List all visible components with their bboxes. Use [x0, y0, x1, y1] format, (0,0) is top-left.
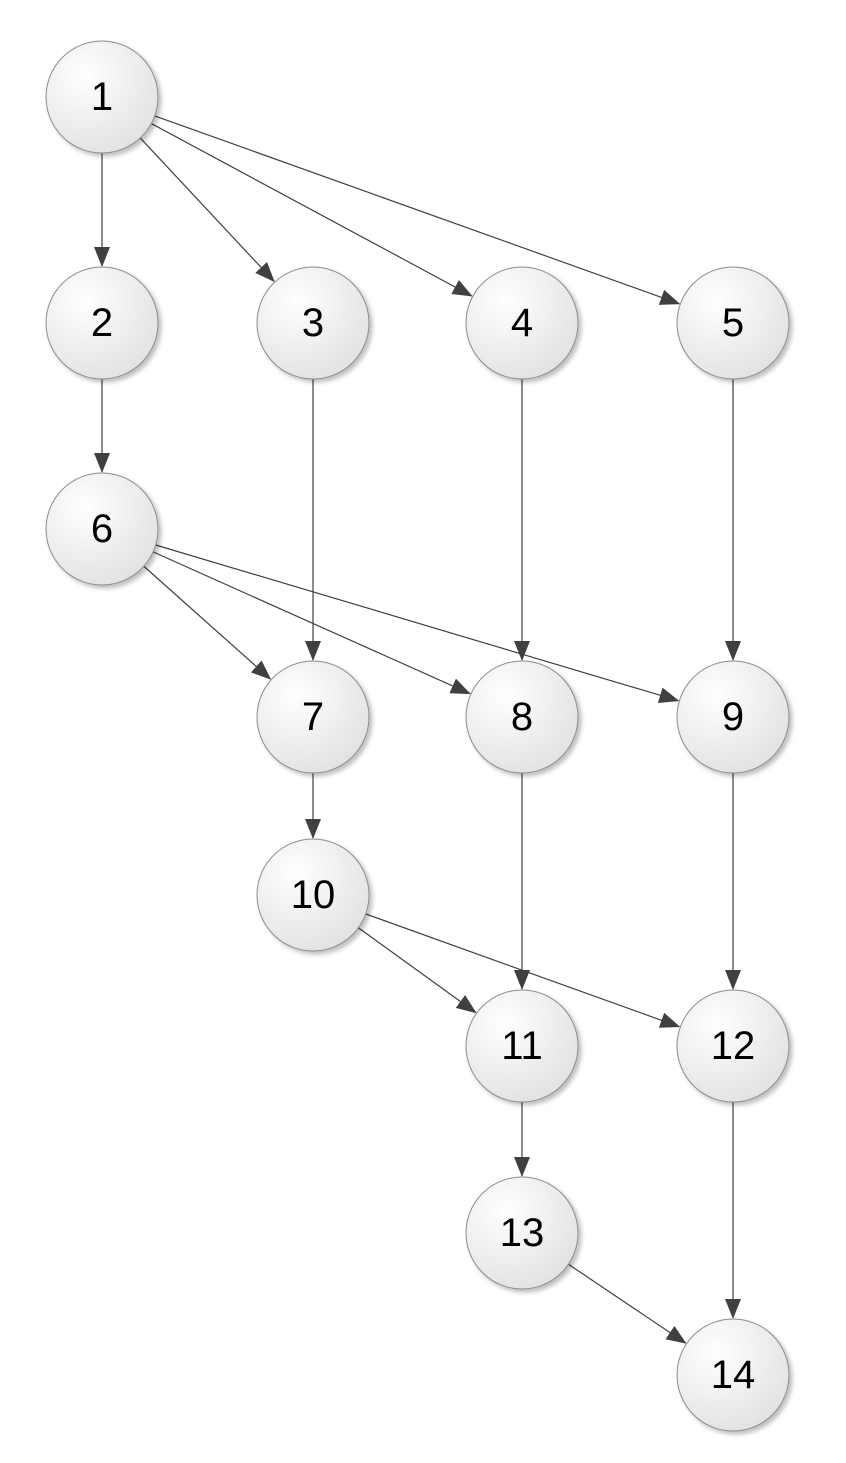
node-label: 11 — [501, 1024, 543, 1068]
edge-10-to-12 — [365, 913, 681, 1028]
edge-6-to-8 — [152, 551, 471, 695]
node-circle — [465, 989, 579, 1103]
node-7: 7 — [256, 660, 370, 774]
node-label: 8 — [511, 695, 533, 739]
node-13: 13 — [465, 1176, 579, 1290]
node-circle — [256, 266, 370, 380]
node-label: 12 — [711, 1024, 756, 1068]
edge-6-to-9 — [155, 544, 680, 703]
node-5: 5 — [676, 266, 790, 380]
node-circle — [45, 266, 159, 380]
node-label: 1 — [91, 75, 113, 119]
node-1: 1 — [45, 40, 159, 154]
node-12: 12 — [676, 989, 790, 1103]
edge-6-to-7 — [143, 565, 272, 680]
node-label: 4 — [511, 301, 533, 345]
node-2: 2 — [45, 266, 159, 380]
node-3: 3 — [256, 266, 370, 380]
node-4: 4 — [465, 266, 579, 380]
node-8: 8 — [465, 660, 579, 774]
node-circle — [465, 660, 579, 774]
node-label: 6 — [91, 507, 113, 551]
node-label: 3 — [302, 301, 324, 345]
node-14: 14 — [676, 1318, 790, 1432]
node-label: 5 — [722, 301, 744, 345]
node-circle — [465, 266, 579, 380]
node-9: 9 — [676, 660, 790, 774]
node-label: 13 — [500, 1211, 545, 1255]
node-6: 6 — [45, 472, 159, 586]
edge-13-to-14 — [568, 1263, 687, 1344]
node-10: 10 — [256, 838, 370, 952]
node-circle — [256, 660, 370, 774]
edges-layer — [94, 115, 741, 1344]
edge-10-to-11 — [358, 927, 477, 1014]
node-label: 7 — [302, 695, 324, 739]
node-label: 2 — [91, 301, 113, 345]
node-circle — [45, 40, 159, 154]
edge-1-to-3 — [139, 137, 275, 283]
node-circle — [676, 660, 790, 774]
node-label: 10 — [291, 873, 336, 917]
node-label: 14 — [711, 1353, 756, 1397]
node-label: 9 — [722, 695, 744, 739]
node-circle — [676, 989, 790, 1103]
edge-1-to-4 — [151, 123, 473, 297]
edge-1-to-5 — [154, 115, 681, 305]
node-circle — [45, 472, 159, 586]
node-11: 11 — [465, 989, 579, 1103]
node-circle — [676, 1318, 790, 1432]
node-circle — [676, 266, 790, 380]
node-circle — [256, 838, 370, 952]
node-circle — [465, 1176, 579, 1290]
